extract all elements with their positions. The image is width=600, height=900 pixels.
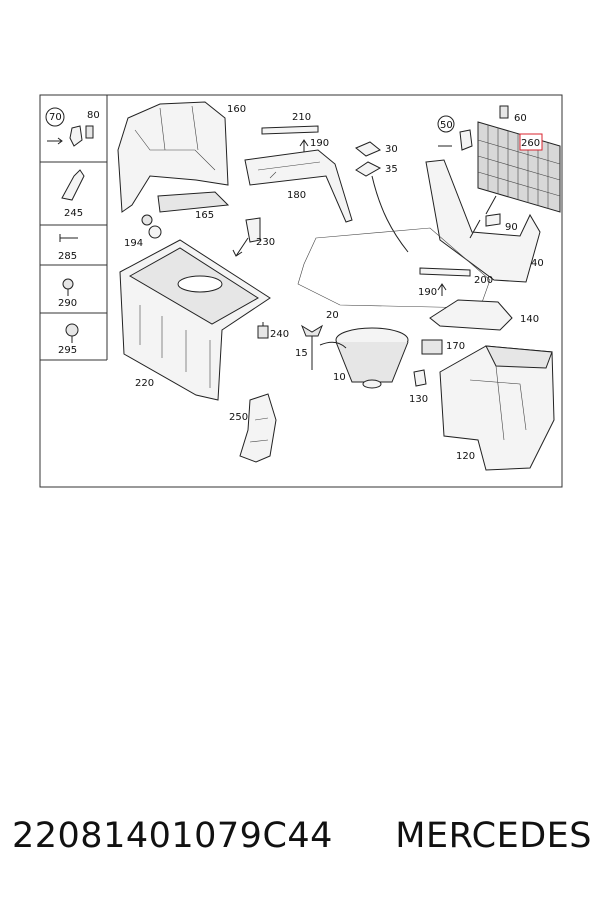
label-190a: 190 xyxy=(310,138,329,149)
part-230-bracket: 230 xyxy=(232,217,275,257)
label-50: 50 xyxy=(440,120,453,131)
bracket-icon xyxy=(61,169,85,201)
part-caption: 22081401079C44 MERCEDES xyxy=(12,806,592,866)
part-200-strip: 200 xyxy=(419,267,493,286)
label-285: 285 xyxy=(58,251,77,262)
label-80: 80 xyxy=(87,110,100,121)
label-290: 290 xyxy=(58,298,77,309)
part-170-block: 170 xyxy=(421,339,465,355)
label-245: 245 xyxy=(64,208,83,219)
part-210-strip: 210 xyxy=(261,112,319,135)
bolt-icon xyxy=(62,278,74,290)
part-number: 22081401079C44 xyxy=(12,816,333,856)
part-160-side-trim: 160 xyxy=(117,101,246,213)
label-30: 30 xyxy=(385,144,398,155)
part-120-side-box: 120 xyxy=(439,345,555,471)
label-15: 15 xyxy=(295,348,308,359)
label-220: 220 xyxy=(135,378,154,389)
leader-line xyxy=(371,175,409,253)
part-240-bolt: 240 xyxy=(257,322,289,340)
label-200: 200 xyxy=(474,275,493,286)
part-35-clip: 35 xyxy=(355,161,398,177)
part-194-fastener: 194 xyxy=(124,214,162,249)
label-160: 160 xyxy=(227,104,246,115)
screw-icon xyxy=(59,234,78,242)
bolt-icon xyxy=(65,323,79,337)
part-50-fastener: 50 xyxy=(437,115,473,151)
label-60: 60 xyxy=(514,113,527,124)
label-190b: 190 xyxy=(418,287,437,298)
label-170: 170 xyxy=(446,341,465,352)
label-210: 210 xyxy=(292,112,311,123)
nut-icon xyxy=(85,125,94,139)
part-20-floor: 20 xyxy=(297,227,491,321)
screw-icon xyxy=(47,137,63,145)
part-15-wing-bolt: 15 xyxy=(295,324,324,370)
part-60-hook: 60 xyxy=(499,105,527,124)
part-220-trunk-tub: 220 xyxy=(119,239,271,401)
part-250-bracket: 250 xyxy=(229,393,277,463)
part-130-clip: 130 xyxy=(409,369,428,405)
label-130: 130 xyxy=(409,394,428,405)
clip-icon xyxy=(69,125,83,147)
label-165: 165 xyxy=(195,210,214,221)
label-194: 194 xyxy=(124,238,143,249)
highlight-box xyxy=(519,133,543,151)
label-250: 250 xyxy=(229,412,248,423)
label-90: 90 xyxy=(505,222,518,233)
part-190-clip: 190 xyxy=(418,283,447,298)
brand-name: MERCEDES xyxy=(395,816,592,856)
part-180-panel: 180 xyxy=(244,149,353,223)
label-240: 240 xyxy=(270,329,289,340)
label-260: 260 xyxy=(521,138,540,149)
label-70: 70 xyxy=(49,112,62,123)
part-190-clip: 190 xyxy=(299,138,329,152)
part-165-mat: 165 xyxy=(157,191,230,221)
label-140: 140 xyxy=(520,314,539,325)
callout-circle xyxy=(45,107,65,127)
part-30-clip: 30 xyxy=(355,141,398,157)
part-10-spare-wheel-bowl: 10 xyxy=(319,327,409,389)
label-40: 40 xyxy=(531,258,544,269)
part-90-bracket: 90 xyxy=(485,213,518,233)
label-120: 120 xyxy=(456,451,475,462)
part-140-trim: 140 xyxy=(429,299,539,331)
label-35: 35 xyxy=(385,164,398,175)
label-10: 10 xyxy=(333,372,346,383)
label-295: 295 xyxy=(58,345,77,356)
part-260-cargo-net: 260 xyxy=(477,121,561,213)
side-legend-panel: 70 80 245 285 290 295 xyxy=(39,94,108,361)
label-230: 230 xyxy=(256,237,275,248)
label-20: 20 xyxy=(326,310,339,321)
label-180: 180 xyxy=(287,190,306,201)
